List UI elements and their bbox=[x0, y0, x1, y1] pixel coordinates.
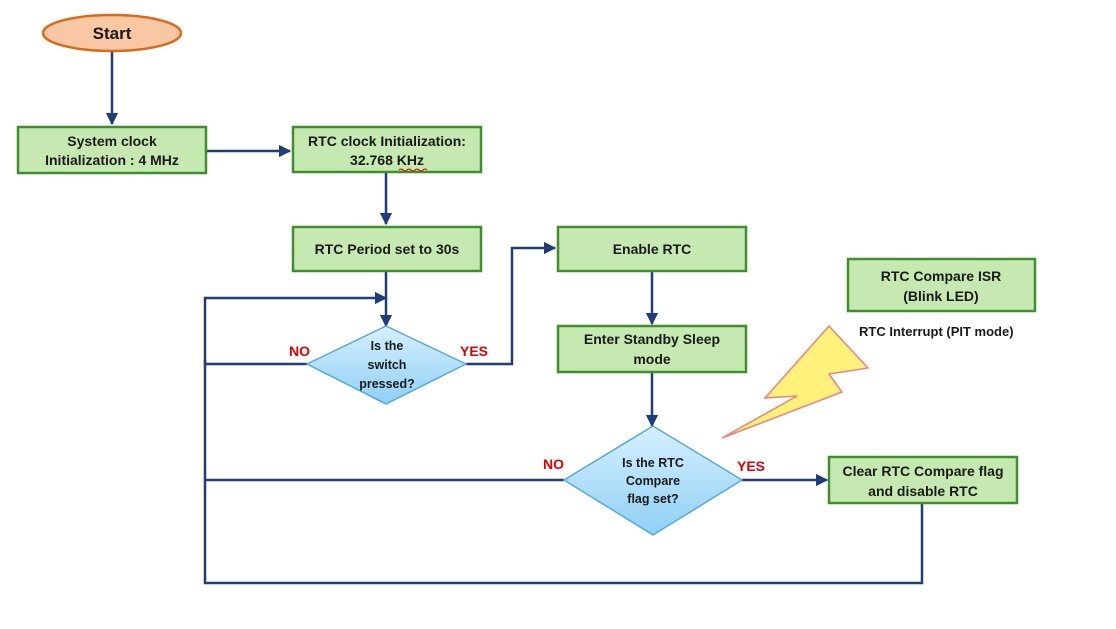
switch-no-label: NO bbox=[289, 343, 310, 359]
switch-line2: switch bbox=[368, 358, 407, 372]
lightning-bolt-icon bbox=[721, 324, 870, 439]
switch-line3: pressed? bbox=[359, 377, 415, 391]
decision-compare: Is the RTC Compare flag set? NO YES bbox=[543, 425, 765, 536]
rtc-clock-line2: 32.768 KHz bbox=[350, 152, 424, 168]
switch-yes-label: YES bbox=[460, 343, 488, 359]
process-enable-rtc: Enable RTC bbox=[556, 225, 748, 273]
process-rtc-clock: RTC clock Initialization: 32.768 KHz bbox=[291, 125, 483, 174]
isr-line2: (Blink LED) bbox=[903, 288, 978, 304]
compare-no-label: NO bbox=[543, 456, 564, 472]
sys-clock-line2: Initialization : 4 MHz bbox=[45, 152, 179, 168]
process-standby: Enter Standby Sleep mode bbox=[556, 324, 748, 374]
process-clear-flag: Clear RTC Compare flag and disable RTC bbox=[827, 455, 1019, 505]
clear-flag-line1: Clear RTC Compare flag bbox=[842, 463, 1003, 479]
standby-line2: mode bbox=[633, 351, 671, 367]
connector-switch-no-loop bbox=[203, 291, 388, 366]
sys-clock-line1: System clock bbox=[67, 133, 157, 149]
connector-switch-yes-to-enable bbox=[466, 241, 557, 366]
compare-yes-label: YES bbox=[737, 458, 765, 474]
process-sys-clock: System clock Initialization : 4 MHz bbox=[16, 125, 208, 175]
decision-switch: Is the switch pressed? NO YES bbox=[289, 325, 488, 405]
start-label: Start bbox=[93, 24, 132, 43]
clear-flag-line2: and disable RTC bbox=[868, 483, 978, 499]
standby-line1: Enter Standby Sleep bbox=[584, 331, 720, 347]
spellcheck-underline bbox=[398, 168, 428, 172]
isr-line1: RTC Compare ISR bbox=[881, 268, 1002, 284]
connectors bbox=[105, 52, 924, 585]
rtc-clock-line1: RTC clock Initialization: bbox=[308, 133, 466, 149]
rtc-period-label: RTC Period set to 30s bbox=[315, 241, 460, 257]
compare-line1: Is the RTC bbox=[622, 456, 684, 470]
connector-clear-return-loop bbox=[203, 360, 924, 585]
start-terminator: Start bbox=[41, 13, 183, 53]
compare-line2: Compare bbox=[626, 474, 680, 488]
enable-rtc-label: Enable RTC bbox=[613, 241, 692, 257]
process-isr: RTC Compare ISR (Blink LED) bbox=[846, 257, 1037, 313]
process-rtc-period: RTC Period set to 30s bbox=[291, 225, 483, 273]
interrupt-label: RTC Interrupt (PIT mode) bbox=[859, 324, 1014, 339]
switch-line1: Is the bbox=[371, 339, 404, 353]
compare-line3: flag set? bbox=[627, 492, 678, 506]
